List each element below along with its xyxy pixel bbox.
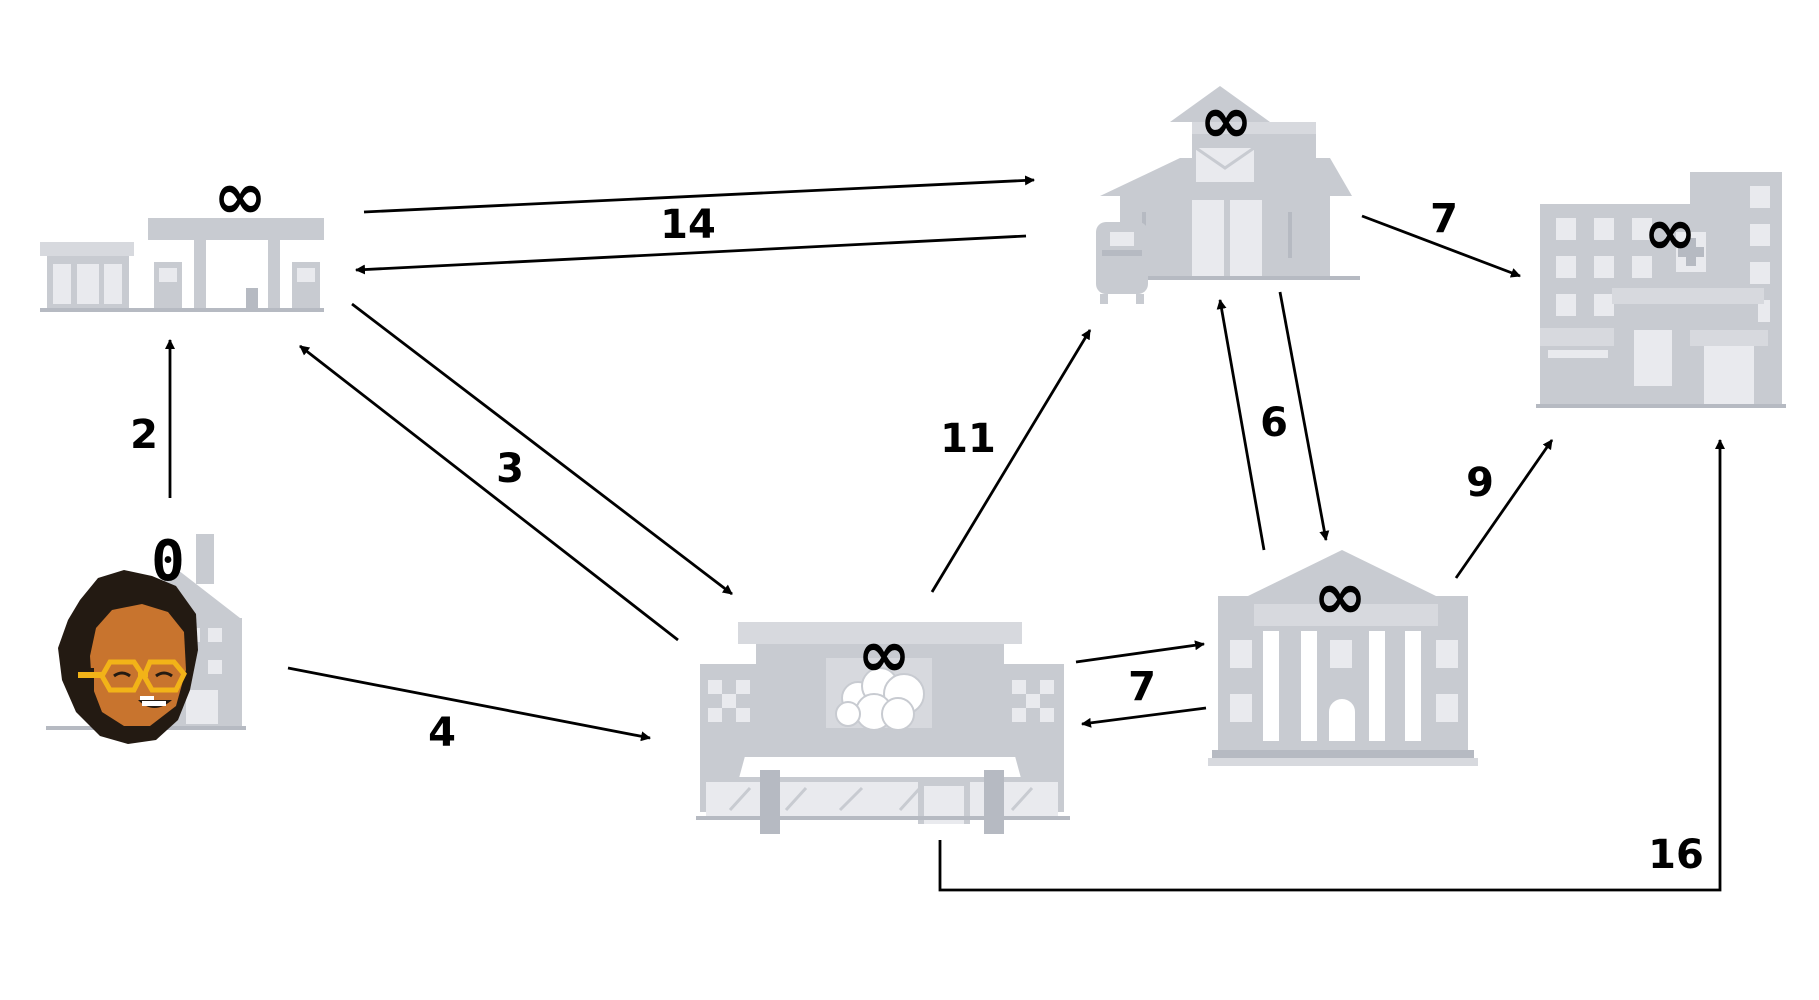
gas-station-icon bbox=[40, 218, 324, 312]
edge-restaurant-gas-station bbox=[299, 344, 679, 642]
edge-bank-restaurant bbox=[1081, 706, 1207, 728]
edge-labels: 2 4 14 3 7 11 6 7 9 16 bbox=[130, 196, 1704, 878]
distance-label-bank: ∞ bbox=[1313, 560, 1366, 634]
edge-post-office-hospital bbox=[1361, 214, 1521, 278]
hospital-icon bbox=[1536, 172, 1786, 408]
edge-gas-station-restaurant bbox=[351, 302, 733, 596]
post-office-icon bbox=[1096, 86, 1360, 304]
edge-restaurant-bank bbox=[1075, 640, 1205, 664]
distance-label-home: 0 bbox=[151, 529, 185, 594]
edge-label-restaurant-hospital: 16 bbox=[1648, 832, 1704, 878]
distance-label-restaurant: ∞ bbox=[857, 618, 910, 692]
edge-label-post-office-hospital: 7 bbox=[1430, 196, 1458, 242]
edge-label-restaurant-post-office: 11 bbox=[940, 416, 996, 462]
distance-label-gas-station: ∞ bbox=[213, 160, 266, 234]
edge-bank-post-office bbox=[1216, 299, 1266, 551]
edge-post-office-bank bbox=[1278, 291, 1330, 541]
edge-restaurant-hospital bbox=[938, 439, 1725, 892]
edges bbox=[165, 175, 1725, 892]
restaurant-icon bbox=[696, 622, 1070, 834]
house-with-person-icon bbox=[46, 534, 246, 744]
edge-label-bank-hospital: 9 bbox=[1466, 460, 1494, 506]
distance-labels: 0 ∞ ∞ ∞ ∞ ∞ bbox=[151, 84, 1697, 692]
edge-label-restaurant-bank: 7 bbox=[1128, 664, 1156, 710]
edge-restaurant-post-office bbox=[930, 329, 1092, 593]
edge-label-home-gas-station: 2 bbox=[130, 412, 158, 458]
edge-post-office-gas-station bbox=[355, 234, 1027, 275]
edge-bank-hospital bbox=[1454, 439, 1554, 579]
edge-gas-station-post-office bbox=[363, 175, 1035, 214]
distance-label-hospital: ∞ bbox=[1643, 196, 1696, 270]
distance-label-post-office: ∞ bbox=[1199, 84, 1252, 158]
edge-label-bank-post-office: 6 bbox=[1260, 400, 1288, 446]
edge-label-gas-station-restaurant: 3 bbox=[496, 446, 524, 492]
edge-home-restaurant bbox=[287, 666, 651, 742]
bank-icon bbox=[1208, 550, 1478, 766]
edge-label-gas-station-post-office: 14 bbox=[660, 202, 716, 248]
edge-label-home-restaurant: 4 bbox=[428, 710, 456, 756]
